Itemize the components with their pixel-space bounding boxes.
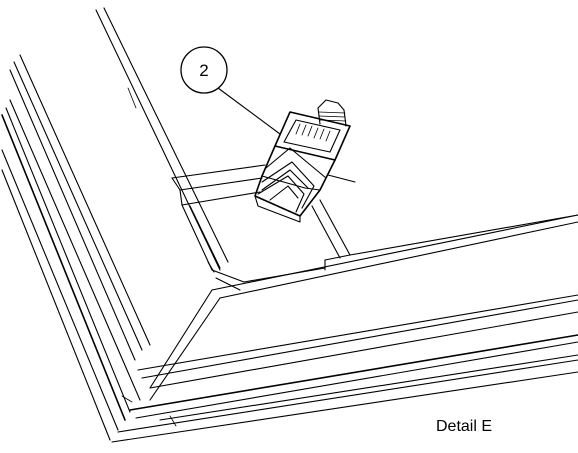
- detail-caption: Detail E: [436, 418, 493, 435]
- callout-2: 2: [180, 46, 281, 135]
- callout-balloon: [180, 46, 228, 94]
- callout-number: 2: [199, 61, 208, 80]
- frame-bottom-rail: [111, 214, 578, 443]
- frame-corner-mitre: [121, 289, 221, 427]
- corner-channel: [171, 164, 578, 291]
- callout-leader-line: [217, 87, 281, 135]
- corner-bracket: [254, 99, 351, 223]
- frame-left-rail: [1, 7, 229, 441]
